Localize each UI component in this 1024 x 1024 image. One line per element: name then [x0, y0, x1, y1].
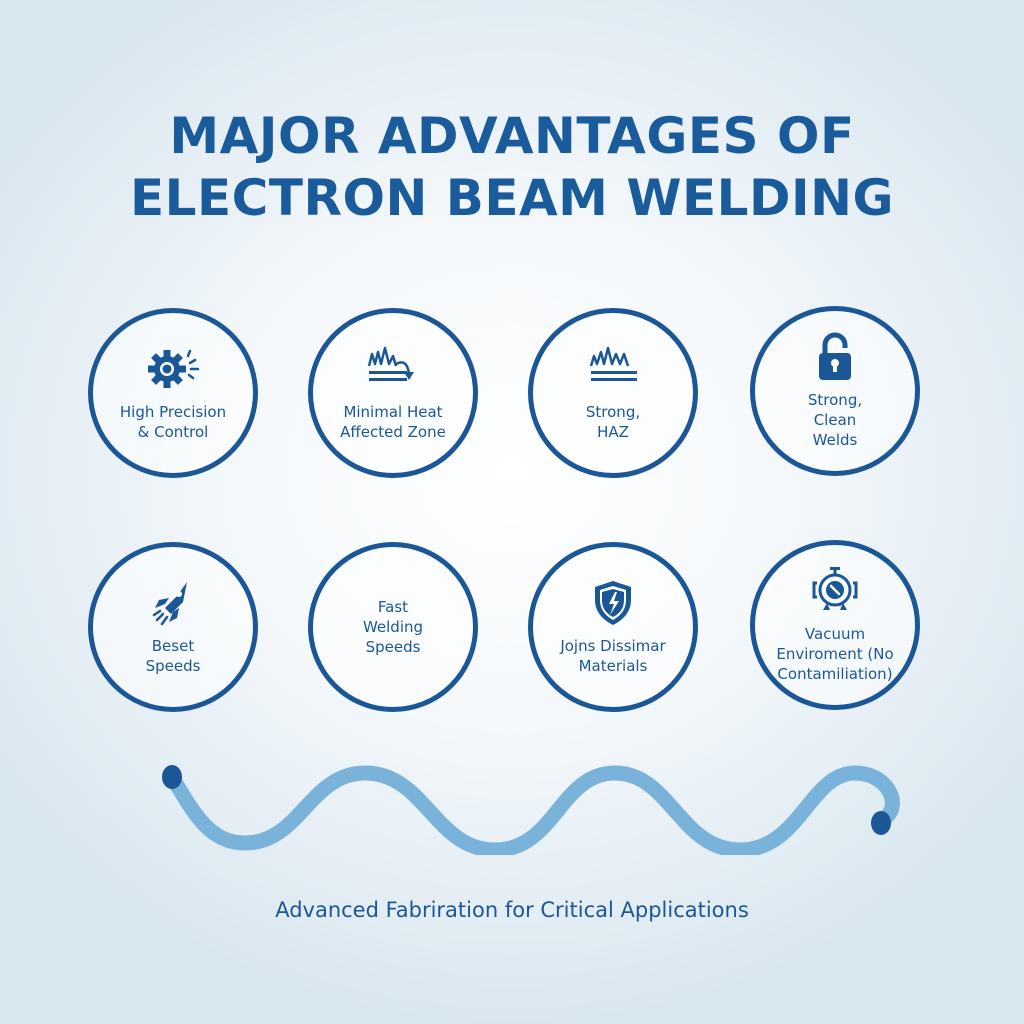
wave-end-dot: [871, 811, 891, 835]
tagline: Advanced Fabriration for Critical Applic…: [275, 898, 749, 922]
advantage-label: Strong, Clean Welds: [807, 391, 863, 449]
advantage-minimal-haz: Minimal Heat Affected Zone: [308, 308, 478, 478]
advantage-fast-welding: Fast Welding Speeds: [308, 542, 478, 712]
advantage-dissimilar-materials: Jojns Dissimar Materials: [528, 542, 698, 712]
advantage-clean-welds: Strong, Clean Welds: [750, 306, 920, 476]
wave-line: [164, 765, 900, 855]
padlock-icon: [805, 332, 865, 382]
advantage-label: Fast Welding Speeds: [362, 598, 424, 656]
heat-wave-arrow-icon: [363, 344, 423, 394]
vacuum-pump-icon: [805, 566, 865, 616]
advantage-label: Beset Speeds: [145, 637, 201, 675]
gear-spark-icon: [143, 344, 203, 394]
title-line-1: MAJOR ADVANTAGES OF: [169, 107, 855, 165]
wave-divider: [162, 765, 900, 855]
advantage-label: Minimal Heat Affected Zone: [340, 403, 446, 441]
advantage-beset-speeds: Beset Speeds: [88, 542, 258, 712]
heat-wave-icon: [583, 344, 643, 394]
advantage-label: Jojns Dissimar Materials: [560, 637, 666, 675]
title-line-2: ELECTRON BEAM WELDING: [129, 169, 894, 227]
advantage-high-precision: High Precision & Control: [88, 308, 258, 478]
advantage-strong-haz: Strong, HAZ: [528, 308, 698, 478]
advantage-label: High Precision & Control: [119, 403, 227, 441]
advantage-label: Vacuum Enviroment (No Contamiliation): [776, 625, 894, 683]
advantage-vacuum: Vacuum Enviroment (No Contamiliation): [750, 540, 920, 710]
rocket-icon: [143, 578, 203, 628]
shield-lightning-icon: [583, 578, 643, 628]
advantage-label: Strong, HAZ: [585, 403, 641, 441]
page-title: MAJOR ADVANTAGES OF ELECTRON BEAM WELDIN…: [0, 105, 1024, 229]
wave-start-dot: [162, 765, 182, 789]
